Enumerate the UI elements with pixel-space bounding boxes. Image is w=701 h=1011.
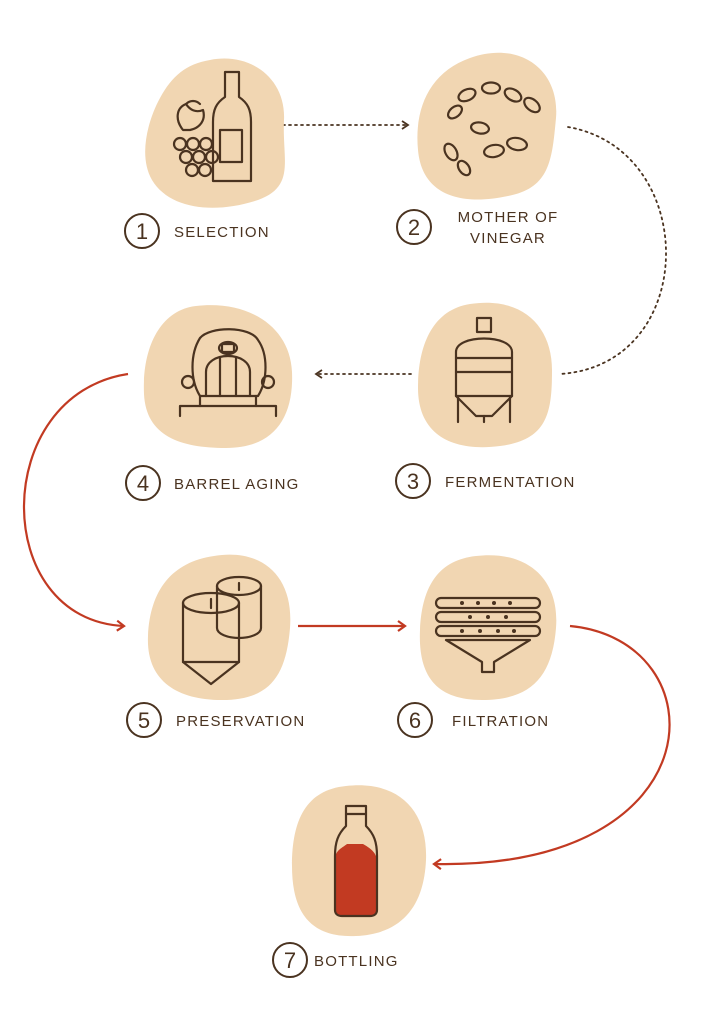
step-3-blob bbox=[418, 302, 552, 448]
connector-4-5 bbox=[23, 372, 129, 632]
step-7: 7 BOTTLING bbox=[272, 785, 427, 978]
step-6: 6 FILTRATION bbox=[397, 555, 557, 738]
step-1: 1 SELECTION bbox=[124, 58, 285, 249]
step-4: 4 BARREL AGING bbox=[125, 305, 300, 501]
step-6-blob bbox=[419, 555, 557, 700]
step-2-number: 2 bbox=[408, 215, 420, 240]
step-6-number: 6 bbox=[409, 708, 421, 733]
step-7-label: BOTTLING bbox=[314, 953, 399, 970]
connector-2-3 bbox=[559, 126, 667, 375]
step-1-label: SELECTION bbox=[174, 224, 270, 241]
step-4-badge: 4 bbox=[125, 465, 161, 501]
barrel-icon bbox=[178, 328, 278, 418]
wine-bottle-grapes-icon bbox=[172, 70, 253, 183]
step-3: 3 FERMENTATION bbox=[395, 302, 576, 499]
connector-6-7 bbox=[432, 624, 671, 871]
step-2-label-line1: MOTHER OF bbox=[458, 209, 559, 226]
step-1-badge: 1 bbox=[124, 213, 160, 249]
step-7-number: 7 bbox=[284, 948, 296, 973]
step-1-number: 1 bbox=[136, 219, 148, 244]
step-3-badge: 3 bbox=[395, 463, 431, 499]
step-4-label: BARREL AGING bbox=[174, 476, 300, 493]
step-2-badge: 2 bbox=[396, 209, 432, 245]
filter-icon bbox=[434, 596, 542, 674]
bottle-icon bbox=[333, 804, 379, 918]
step-2: 2 MOTHER OF VINEGAR bbox=[396, 52, 559, 247]
step-2-label-line2: VINEGAR bbox=[470, 230, 546, 247]
step-5-number: 5 bbox=[138, 708, 150, 733]
bacteria-icon bbox=[443, 81, 541, 177]
step-5-badge: 5 bbox=[126, 702, 162, 738]
step-5-label: PRESERVATION bbox=[176, 713, 305, 730]
step-6-badge: 6 bbox=[397, 702, 433, 738]
step-3-number: 3 bbox=[407, 469, 419, 494]
step-6-label: FILTRATION bbox=[452, 713, 549, 730]
storage-tanks-icon bbox=[181, 575, 263, 686]
step-3-label: FERMENTATION bbox=[445, 474, 576, 491]
step-1-blob bbox=[145, 58, 285, 208]
step-5: 5 PRESERVATION bbox=[126, 554, 305, 738]
step-7-badge: 7 bbox=[272, 942, 308, 978]
step-4-number: 4 bbox=[137, 471, 149, 496]
fermentation-tank-icon bbox=[454, 316, 514, 424]
